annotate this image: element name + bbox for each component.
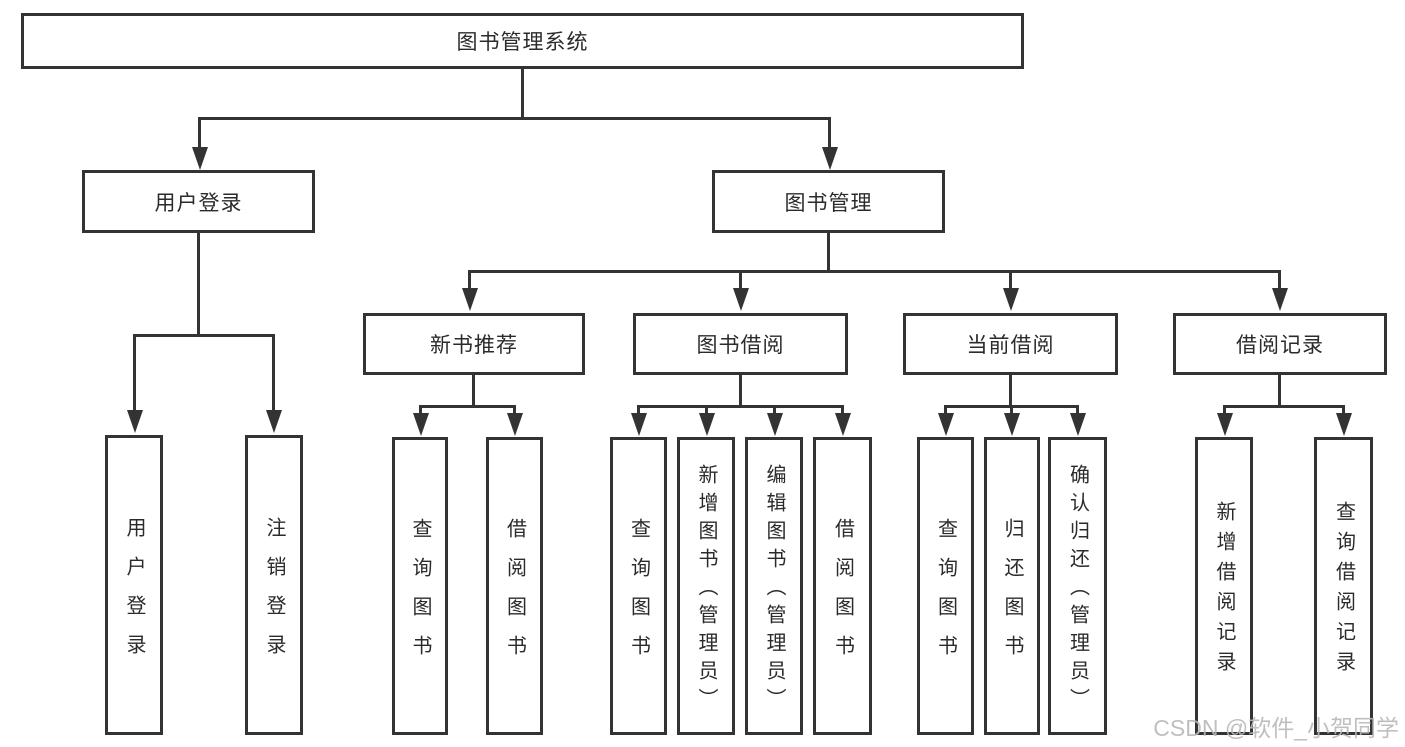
connector-line [1010,405,1013,414]
leaf-logout: 注销登录 [245,435,303,735]
leaf-label: 查询图书 [934,517,957,674]
connector-line [1076,405,1079,414]
leaf-label: 用户登录 [123,516,145,673]
leaf-confirm-return-admin: 确认归还（管理员） [1048,437,1107,735]
arrow-down-icon [767,413,783,436]
arrow-down-icon [1336,413,1352,436]
leaf-label: 新增借阅记录 [1213,501,1235,681]
leaf-label: 借阅图书 [831,517,854,674]
arrow-down-icon [1070,413,1086,436]
connector-line [1009,375,1012,405]
leaf-edit-book-admin: 编辑图书（管理员） [745,437,803,735]
leaf-user-login: 用户登录 [105,435,163,735]
connector-line [197,233,200,334]
arrow-down-icon [822,147,838,170]
arrow-down-icon [835,413,851,436]
connector-line [1009,270,1012,289]
connector-line [1223,405,1226,414]
connector-line [419,405,516,408]
connector-line [133,334,136,411]
leaf-borrow-book-recommend: 借阅图书 [486,437,543,735]
node-borrow-record: 借阅记录 [1173,313,1387,375]
arrow-down-icon [192,147,208,170]
leaf-add-book-admin: 新增图书（管理员） [677,437,735,735]
connector-line [198,117,201,148]
node-book-borrow: 图书借阅 [633,313,848,375]
connector-line [705,405,708,414]
arrow-down-icon [507,413,523,436]
arrow-down-icon [1272,288,1288,311]
node-user-login: 用户登录 [82,170,315,233]
arrow-down-icon [462,288,478,311]
arrow-down-icon [938,413,954,436]
leaf-label: 确认归还（管理员） [1066,464,1089,716]
connector-line [637,405,844,408]
node-current-borrow: 当前借阅 [903,313,1118,375]
connector-line [944,405,947,414]
leaf-query-book-recommend: 查询图书 [392,437,448,735]
connector-line [513,405,516,414]
connector-line [468,270,471,289]
leaf-label: 注销登录 [263,516,285,673]
arrow-down-icon [266,410,282,433]
connector-line [828,117,831,148]
connector-line [841,405,844,414]
connector-line [1342,405,1345,414]
leaf-add-borrow-record: 新增借阅记录 [1195,437,1253,735]
arrow-down-icon [733,288,749,311]
connector-line [827,233,830,270]
leaf-label: 借阅图书 [503,517,526,674]
leaf-label: 编辑图书（管理员） [763,464,785,716]
leaf-borrow-book: 借阅图书 [813,437,872,735]
node-root: 图书管理系统 [21,13,1024,69]
leaf-label: 查询图书 [409,517,431,674]
leaf-label: 新增图书（管理员） [695,464,717,716]
connector-line [739,270,742,289]
node-book-management: 图书管理 [712,170,945,233]
connector-line [1223,405,1345,408]
connector-line [272,334,275,411]
arrow-down-icon [1217,413,1233,436]
arrow-down-icon [127,410,143,433]
connector-line [472,375,475,405]
connector-line [739,375,742,405]
node-new-book-recommend: 新书推荐 [363,313,585,375]
leaf-return-book: 归还图书 [984,437,1040,735]
connector-line [637,405,640,414]
connector-line [773,405,776,414]
connector-line [521,69,524,117]
leaf-label: 查询图书 [627,517,650,674]
arrow-down-icon [699,413,715,436]
connector-line [1278,375,1281,405]
leaf-query-book-borrow: 查询图书 [610,437,667,735]
connector-line [133,334,275,337]
leaf-label: 查询借阅记录 [1332,501,1355,681]
connector-line [1278,270,1281,289]
leaf-label: 归还图书 [1001,517,1023,674]
arrow-down-icon [1004,413,1020,436]
connector-line [198,117,831,120]
connector-line [468,270,1281,273]
leaf-query-book-current: 查询图书 [917,437,974,735]
connector-line [419,405,422,414]
leaf-query-borrow-record: 查询借阅记录 [1314,437,1373,735]
arrow-down-icon [413,413,429,436]
arrow-down-icon [631,413,647,436]
arrow-down-icon [1003,288,1019,311]
